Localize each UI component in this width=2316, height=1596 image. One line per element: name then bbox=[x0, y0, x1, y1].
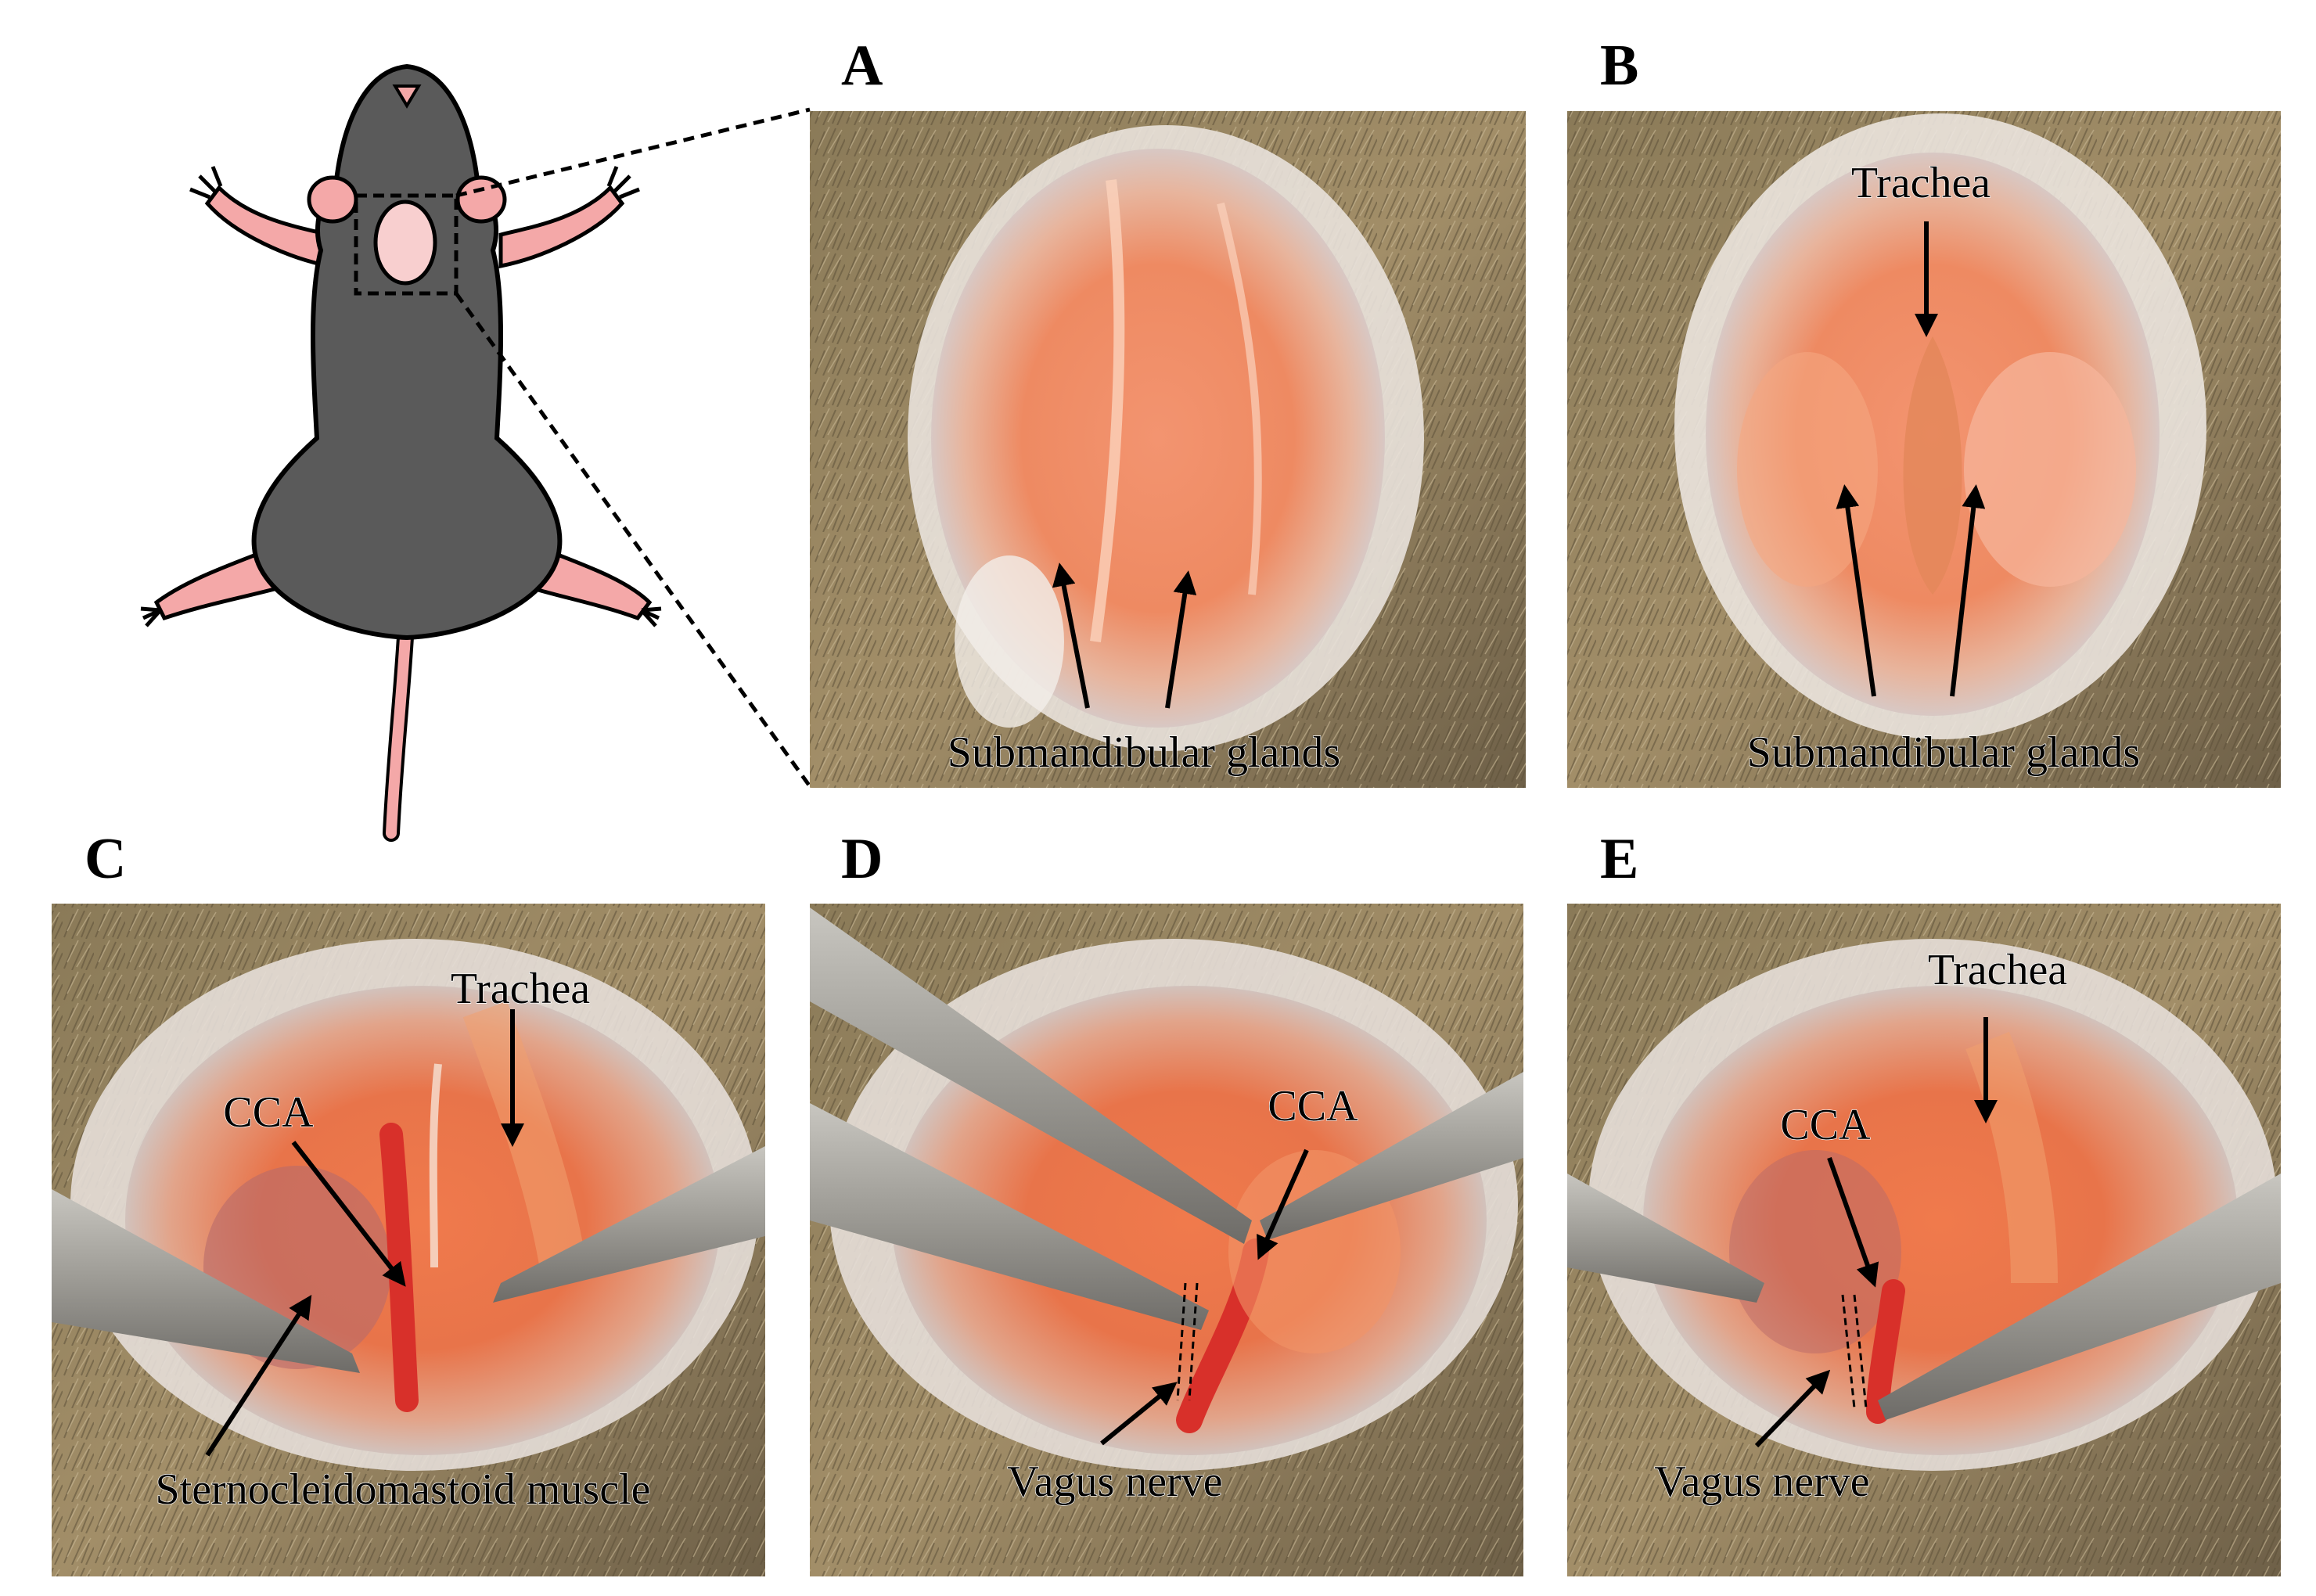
label-trachea-b: Trachea bbox=[1851, 159, 1991, 207]
panel-letter-c: C bbox=[85, 827, 126, 891]
label-vagus-nerve-d: Vagus nerve bbox=[1007, 1458, 1222, 1506]
label-submandibular-glands: Submandibular glands bbox=[948, 728, 1340, 777]
panel-c: C Trachea CCA Sternocleidomastoid muscle bbox=[52, 827, 765, 1576]
panel-letter-e: E bbox=[1600, 827, 1638, 891]
panel-a: A Submandibular glands bbox=[810, 34, 1526, 788]
panel-letter-d: D bbox=[841, 827, 883, 891]
label-cca-e: CCA bbox=[1780, 1101, 1871, 1149]
panel-d: D CCA Vagus nerve bbox=[810, 827, 1523, 1576]
label-cca-d: CCA bbox=[1268, 1082, 1358, 1130]
panel-letter-a: A bbox=[841, 34, 883, 98]
panel-e: E Trachea CCA Vagus nerve bbox=[1567, 827, 2281, 1576]
label-vagus-nerve-e: Vagus nerve bbox=[1654, 1458, 1869, 1506]
label-trachea-e: Trachea bbox=[1928, 946, 2067, 994]
mouse-illustration bbox=[140, 63, 812, 842]
panel-b: B Trachea Submandibular glands bbox=[1567, 34, 2281, 788]
label-sternocleidomastoid-muscle: Sternocleidomastoid muscle bbox=[156, 1465, 651, 1514]
label-trachea-c: Trachea bbox=[451, 965, 590, 1013]
label-submandibular-glands-b: Submandibular glands bbox=[1747, 728, 2140, 777]
label-cca-c: CCA bbox=[223, 1088, 314, 1137]
panel-letter-b: B bbox=[1600, 34, 1638, 98]
